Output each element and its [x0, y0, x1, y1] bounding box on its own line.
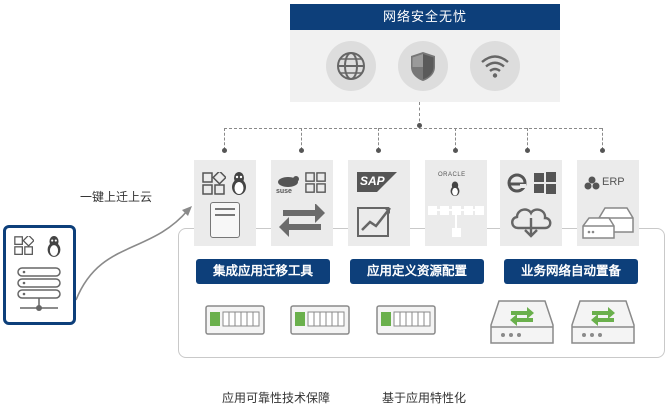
- security-title: 网络安全无忧: [290, 4, 560, 30]
- tile-suse: suse: [271, 160, 333, 246]
- shield-icon-circle: [398, 41, 448, 91]
- suse-label: suse: [276, 188, 292, 195]
- connector-dot-6: [600, 148, 605, 153]
- migrate-arrow: [75, 206, 192, 301]
- app-grid-icon: [202, 172, 226, 195]
- storage-devices-icon: [582, 207, 634, 239]
- linux-penguin-icon: [47, 236, 61, 257]
- connector-drop-2: [301, 128, 302, 150]
- cloud-download-icon: [511, 208, 552, 238]
- network-tree-icon: [428, 206, 484, 237]
- network-switch-icon-2: [571, 300, 635, 344]
- connector-dot-2: [299, 148, 304, 153]
- windows-logo-icon: [534, 172, 556, 194]
- connector-drop-1: [224, 128, 225, 150]
- connector-dot: [417, 123, 422, 128]
- oracle-label: ORACLE: [438, 172, 466, 178]
- shield-icon: [411, 52, 435, 81]
- tile-apps-linux: [194, 160, 256, 246]
- globe-icon: [337, 52, 365, 80]
- connector-dot-4: [453, 148, 458, 153]
- connector-drop-5: [527, 128, 528, 150]
- caption-app-specific: 基于应用特性化: [382, 391, 467, 405]
- connector-drop-6: [602, 128, 603, 150]
- wifi-icon-circle: [470, 41, 520, 91]
- trend-chart-icon: [357, 207, 391, 237]
- connector-drop-3: [378, 128, 379, 150]
- caption-reliability: 应用可靠性技术保障: [222, 391, 331, 405]
- sap-logo-icon: [357, 172, 397, 192]
- globe-icon-circle: [326, 41, 376, 91]
- resource-config-button[interactable]: 应用定义资源配置: [350, 259, 484, 284]
- tile-windows: [500, 160, 562, 246]
- suse-chameleon-icon: [278, 176, 299, 187]
- tile-sap: SAP: [348, 160, 410, 246]
- tile-erp: ERP: [577, 160, 639, 246]
- rack-server-icon-1: [205, 305, 265, 335]
- connector-bus: [224, 128, 602, 129]
- network-provision-button[interactable]: 业务网络自动置备: [504, 259, 638, 284]
- connector-dot-1: [222, 148, 227, 153]
- connector-drop-4: [455, 128, 456, 150]
- sap-label: SAP: [360, 174, 385, 188]
- migrate-label: 一键上迁上云: [80, 190, 153, 204]
- erp-cluster-icon: [584, 176, 600, 190]
- ie-browser-icon: [507, 173, 527, 193]
- linux-penguin-icon: [450, 181, 460, 197]
- rack-server-icon-2: [290, 305, 350, 335]
- tile-oracle: ORACLE: [425, 160, 487, 246]
- wifi-icon: [481, 55, 509, 78]
- network-switch-icon-1: [490, 300, 554, 344]
- erp-label: ERP: [602, 176, 625, 188]
- server-stack-icon: [17, 267, 61, 311]
- app-grid-icon: [14, 236, 34, 255]
- migration-tool-button[interactable]: 集成应用迁移工具: [196, 259, 330, 284]
- connector-main: [419, 102, 420, 127]
- server-icon: [210, 202, 240, 238]
- local-server-box: [3, 225, 76, 325]
- app-grid-icon: [305, 172, 326, 193]
- linux-penguin-icon: [232, 172, 246, 195]
- rack-server-icon-3: [376, 305, 436, 335]
- connector-dot-5: [525, 148, 530, 153]
- connector-dot-3: [376, 148, 381, 153]
- swap-arrows-icon: [279, 204, 325, 237]
